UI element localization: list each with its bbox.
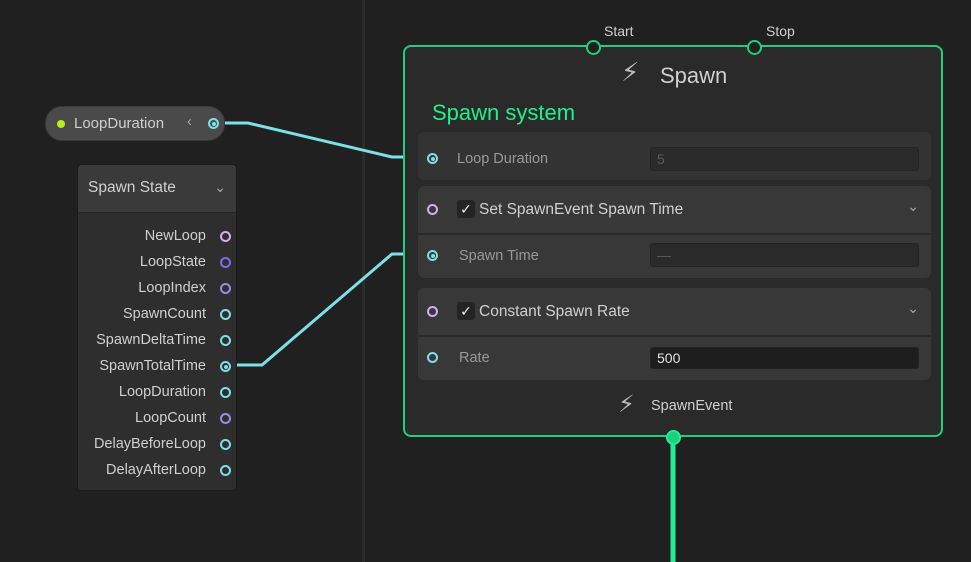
output-label: LoopDuration: [118, 384, 206, 400]
loop-duration-input-port[interactable]: [427, 153, 438, 164]
lightning-icon: ⚡︎: [618, 391, 635, 418]
output-loopindex: LoopIndex: [76, 275, 236, 301]
output-port[interactable]: [220, 413, 231, 424]
output-loopduration: LoopDuration: [76, 379, 236, 405]
panel-divider: [362, 0, 365, 562]
chevron-down-icon[interactable]: ⌄: [907, 300, 919, 316]
output-delaybeforeloop: DelayBeforeLoop: [76, 431, 236, 457]
output-port[interactable]: [220, 257, 231, 268]
constant-spawn-rate-block[interactable]: ✓ Constant Spawn Rate ⌄ Rate 500: [418, 288, 931, 380]
output-loopcount: LoopCount: [76, 405, 236, 431]
stop-label: Stop: [766, 23, 795, 39]
block-enabled-checkbox[interactable]: ✓: [457, 200, 475, 218]
start-port[interactable]: [586, 40, 601, 55]
loop-duration-block: Loop Duration 5: [418, 132, 931, 180]
spawn-time-input-port[interactable]: [427, 250, 438, 261]
spawn-time-field[interactable]: —: [650, 243, 919, 267]
edge-spawntotaltime: [232, 252, 430, 367]
output-newloop: NewLoop: [76, 223, 236, 249]
spawnevent-output-port[interactable]: [666, 430, 681, 445]
parameter-label: LoopDuration: [74, 115, 165, 132]
output-label: NewLoop: [144, 228, 206, 244]
parameter-output-port[interactable]: [208, 118, 219, 129]
block-activation-port[interactable]: [427, 204, 438, 215]
chevron-down-icon[interactable]: ⌄: [907, 198, 919, 214]
chevron-left-icon[interactable]: ‹: [187, 114, 192, 130]
output-label: SpawnDeltaTime: [96, 332, 206, 348]
chevron-down-icon[interactable]: ⌄: [214, 179, 226, 195]
rate-field[interactable]: 500: [650, 347, 919, 369]
output-label: DelayAfterLoop: [106, 462, 206, 478]
rate-label: Rate: [459, 350, 490, 366]
set-spawn-time-block[interactable]: ✓ Set SpawnEvent Spawn Time ⌄ Spawn Time…: [418, 186, 931, 278]
block-title: Set SpawnEvent Spawn Time: [479, 201, 684, 218]
output-spawncount: SpawnCount: [76, 301, 236, 327]
output-loopstate: LoopState: [76, 249, 236, 275]
context-title: Spawn: [660, 63, 728, 88]
output-spawndeltatime: SpawnDeltaTime: [76, 327, 236, 353]
loop-duration-field[interactable]: 5: [650, 147, 919, 171]
spawn-state-header[interactable]: Spawn State ⌄: [78, 165, 236, 213]
output-port[interactable]: [220, 309, 231, 320]
spawn-state-title: Spawn State: [88, 179, 176, 196]
block-title: Constant Spawn Rate: [479, 303, 630, 320]
lightning-icon: ⚡︎: [621, 57, 640, 87]
output-port[interactable]: [220, 231, 231, 242]
output-port[interactable]: [220, 439, 231, 450]
output-port[interactable]: [220, 361, 231, 372]
output-delayafterloop: DelayAfterLoop: [76, 457, 236, 483]
block-enabled-checkbox[interactable]: ✓: [457, 302, 475, 320]
block-activation-port[interactable]: [427, 306, 438, 317]
loop-duration-label: Loop Duration: [457, 151, 549, 167]
parameter-dot-icon: [57, 120, 65, 128]
output-label: LoopIndex: [138, 280, 206, 296]
output-label: LoopState: [139, 254, 206, 270]
output-port[interactable]: [220, 335, 231, 346]
start-label: Start: [604, 23, 634, 39]
spawn-context-node[interactable]: ⚡︎ Spawn Spawn system Loop Duration 5 ✓ …: [403, 40, 943, 445]
output-port[interactable]: [220, 283, 231, 294]
block-divider: [418, 233, 931, 235]
block-divider: [418, 335, 931, 337]
output-label: LoopCount: [135, 410, 206, 426]
rate-input-port[interactable]: [427, 352, 438, 363]
loopduration-parameter-node[interactable]: LoopDuration ‹: [45, 106, 225, 141]
output-label: DelayBeforeLoop: [93, 436, 206, 452]
spawn-time-label: Spawn Time: [459, 248, 539, 264]
edge-loopduration: [222, 121, 430, 159]
output-label: SpawnTotalTime: [99, 358, 206, 374]
output-label: SpawnEvent: [651, 398, 733, 414]
stop-port[interactable]: [747, 40, 762, 55]
output-spawntotaltime: SpawnTotalTime: [76, 353, 236, 379]
output-port[interactable]: [220, 387, 231, 398]
output-port[interactable]: [220, 465, 231, 476]
output-label: SpawnCount: [122, 306, 206, 322]
context-subtitle[interactable]: Spawn system: [432, 100, 576, 125]
